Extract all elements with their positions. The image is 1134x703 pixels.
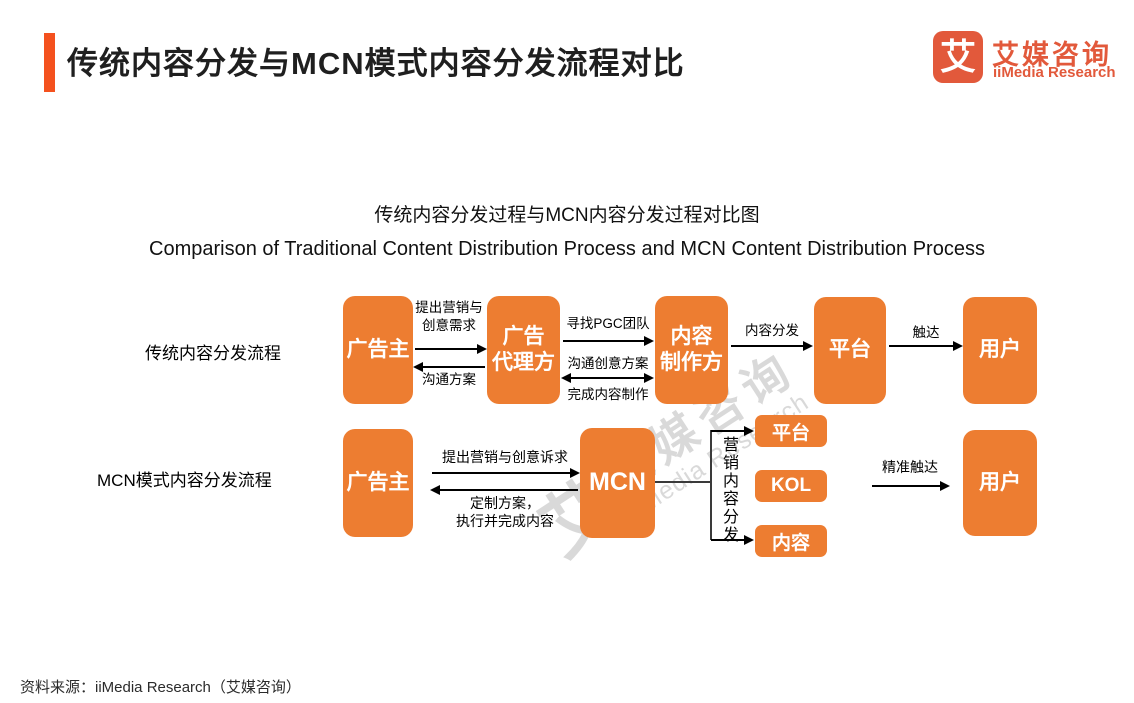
node-traditional-advertiser: 广告主 [343, 296, 413, 404]
arrow-producer-to-platform [731, 341, 813, 351]
edge-label-reach: 触达 [912, 325, 940, 340]
edge-label-complete: 完成内容制作 [567, 387, 649, 402]
edge-label-distribute: 内容分发 [745, 323, 799, 338]
arrow-agency-to-advertiser [413, 362, 485, 372]
arrow-agency-producer-both [561, 373, 654, 383]
node-mcn-content: 内容 [755, 525, 827, 557]
connector-branch-vertical [710, 430, 712, 540]
node-mcn-advertiser: 广告主 [343, 429, 413, 537]
arrow-mcn-to-advertiser [430, 485, 578, 495]
edge-label-request: 提出营销与 创意需求 [415, 300, 483, 333]
row-label-mcn: MCN模式内容分发流程 [97, 471, 272, 490]
node-mcn-kol: KOL [755, 470, 827, 502]
logo-name-en: iiMedia Research [993, 64, 1116, 81]
edge-label-mcn-request: 提出营销与创意诉求 [442, 449, 568, 465]
row-label-traditional: 传统内容分发流程 [145, 344, 281, 363]
arrow-advertiser-to-mcn [432, 468, 580, 478]
source-note: 资料来源：iiMedia Research（艾媒咨询） [20, 679, 301, 696]
node-traditional-agency: 广告 代理方 [487, 296, 560, 404]
node-traditional-platform: 平台 [814, 297, 886, 404]
connector-mcn-branch [655, 481, 711, 483]
arrow-branch-to-content [711, 535, 754, 545]
arrow-platform-to-user [889, 341, 963, 351]
arrow-mcn-to-user [872, 481, 950, 491]
iimedia-logo-icon: 艾 [933, 31, 983, 83]
edge-label-discuss: 沟通创意方案 [567, 356, 649, 371]
arrow-branch-to-platform [711, 426, 754, 436]
edge-label-mcn-custom: 定制方案， 执行并完成内容 [456, 495, 554, 530]
node-mcn-user: 用户 [963, 430, 1037, 536]
node-traditional-producer: 内容 制作方 [655, 296, 728, 404]
title-accent-bar [44, 33, 55, 92]
logo-mark: 艾 [939, 36, 976, 77]
edge-label-find-pgc: 寻找PGC团队 [566, 316, 650, 331]
node-traditional-user: 用户 [963, 297, 1037, 404]
page-title: 传统内容分发与MCN模式内容分发流程对比 [67, 46, 685, 81]
arrow-agency-to-producer [563, 336, 654, 346]
arrow-advertiser-to-agency [415, 344, 487, 354]
node-mcn: MCN [580, 428, 655, 538]
chart-title-en: Comparison of Traditional Content Distri… [149, 238, 985, 260]
chart-title-cn: 传统内容分发过程与MCN内容分发过程对比图 [374, 205, 760, 226]
edge-label-plan: 沟通方案 [422, 372, 476, 387]
edge-label-precise-reach: 精准触达 [882, 459, 938, 475]
node-mcn-platform: 平台 [755, 415, 827, 447]
edge-label-branch: 营销内容分发 [720, 436, 737, 544]
logo-name-cn: 艾媒咨询 [992, 40, 1112, 70]
